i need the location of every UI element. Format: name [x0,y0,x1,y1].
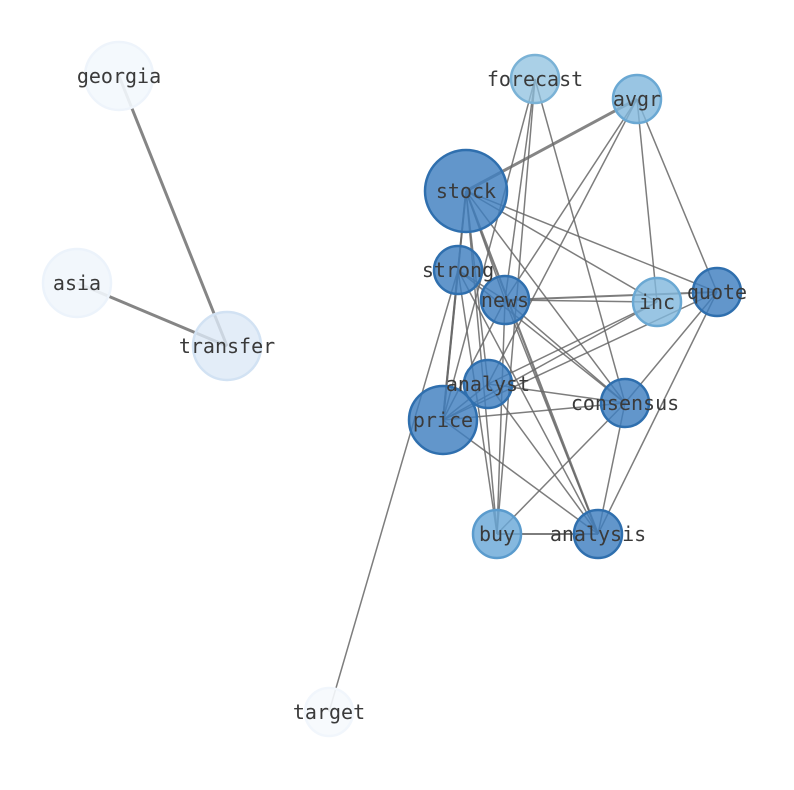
node-label-stock: stock [436,179,496,203]
node-label-strong: strong [422,258,494,282]
node-analyst[interactable] [462,358,514,410]
node-asia[interactable] [41,247,113,319]
edge-stock-quote [465,190,718,293]
node-label-transfer: transfer [179,334,275,358]
edge-forecast-price [442,78,536,421]
edge-forecast-consensus [534,78,626,404]
edge-news-consensus [504,299,626,404]
node-label-quote: quote [687,280,747,304]
node-label-analysis: analysis [550,522,646,546]
node-price[interactable] [407,384,479,456]
edge-quote-analysis [597,291,718,535]
node-label-price: price [413,408,473,432]
edge-georgia-transfer [117,75,229,347]
node-stock[interactable] [423,148,509,234]
node-avgr[interactable] [611,73,663,125]
node-consensus[interactable] [599,377,651,429]
edge-strong-target [328,269,459,713]
node-label-forecast: forecast [487,67,583,91]
node-forecast[interactable] [509,53,561,105]
edge-analyst-analysis [487,383,599,535]
node-label-target: target [293,700,365,724]
node-transfer[interactable] [191,310,263,382]
node-news[interactable] [479,274,531,326]
labels-layer: stock forecast avgr strong news inc quote analy… [53,64,747,724]
node-label-avgr: avgr [613,87,661,111]
edge-inc-analyst [487,301,658,385]
node-label-georgia: georgia [77,64,161,88]
edge-avgr-quote [636,98,718,293]
edge-avgr-analyst [487,98,638,385]
node-label-inc: inc [639,290,675,314]
edge-news-buy [496,299,506,535]
edge-consensus-buy [496,402,626,535]
node-label-analyst: analyst [446,372,530,396]
node-label-consensus: consensus [571,391,679,415]
node-inc[interactable] [631,276,683,328]
node-quote[interactable] [691,266,743,318]
node-label-news: news [481,288,529,312]
nodes-layer [41,40,743,738]
edge-forecast-news [504,78,536,301]
node-georgia[interactable] [83,40,155,112]
edge-avgr-news [504,98,638,301]
edge-stock-consensus [465,190,626,404]
node-buy[interactable] [471,508,523,560]
node-target[interactable] [303,686,355,738]
node-analysis[interactable] [572,508,624,560]
edge-avgr-inc [636,98,658,303]
edge-strong-analysis [457,269,599,535]
edge-news-inc [504,299,658,303]
node-label-asia: asia [53,271,101,295]
node-label-buy: buy [479,522,515,546]
edge-news-analysis [504,299,599,535]
node-strong[interactable] [432,244,484,296]
edge-news-quote [504,291,718,301]
